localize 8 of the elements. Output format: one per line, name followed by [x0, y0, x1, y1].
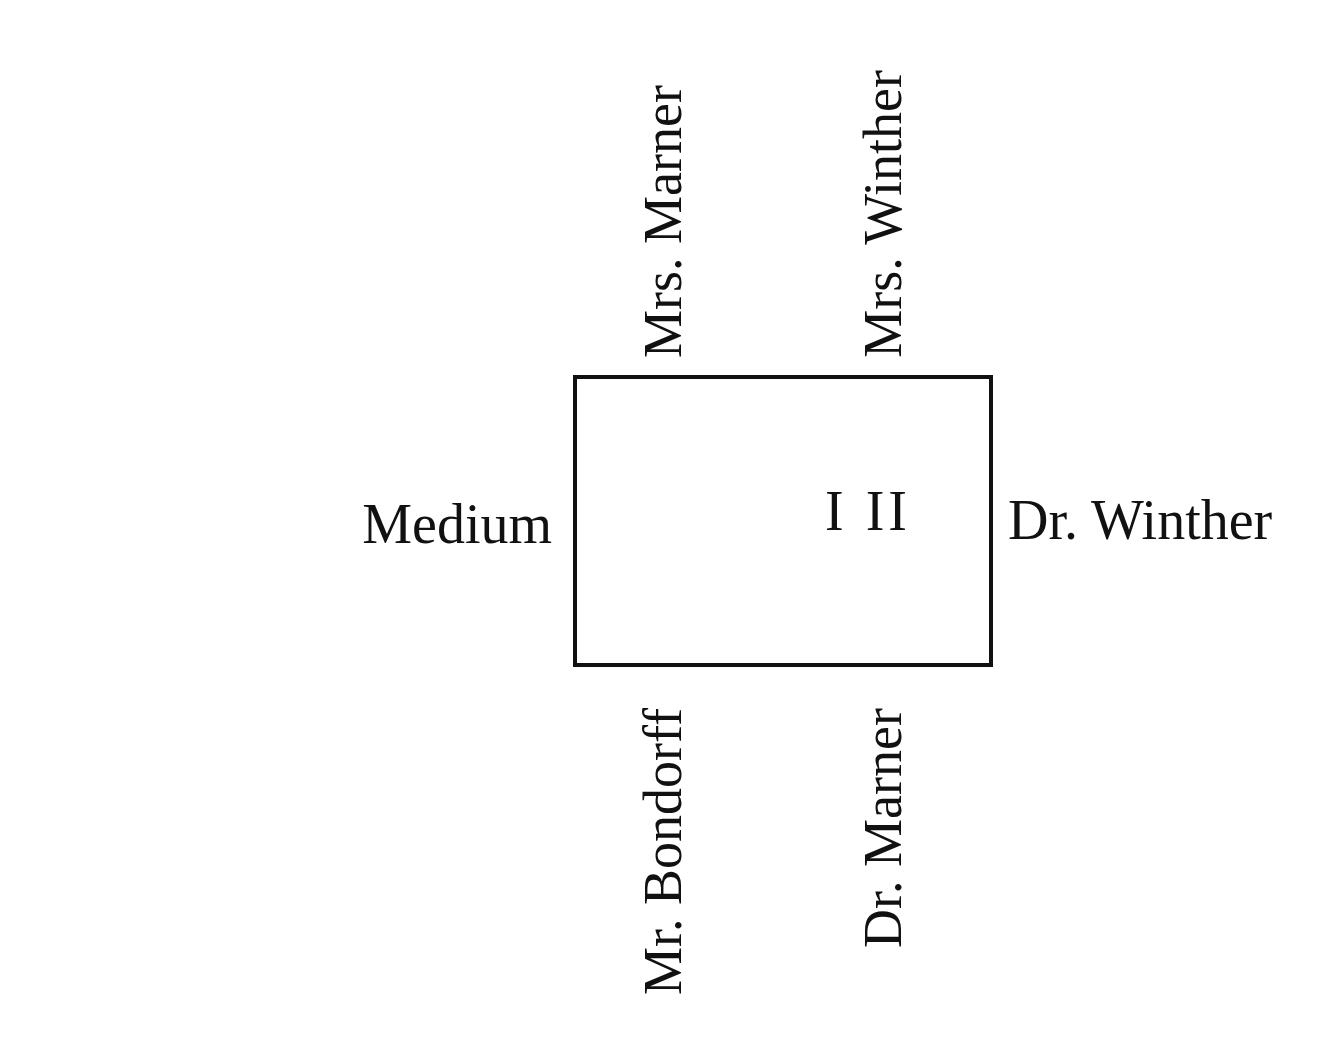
seat-numbers: I II: [825, 483, 911, 539]
person-name: Medium: [361, 492, 553, 557]
table-box: [573, 375, 993, 667]
person-name: Dr. Marner: [852, 707, 914, 950]
person-name: Mrs. Winther: [852, 69, 914, 360]
person-name: Dr. Winther: [1007, 488, 1274, 553]
person-name: Mrs. Marner: [632, 84, 694, 360]
person-name: Mr. Bondorff: [632, 707, 694, 997]
